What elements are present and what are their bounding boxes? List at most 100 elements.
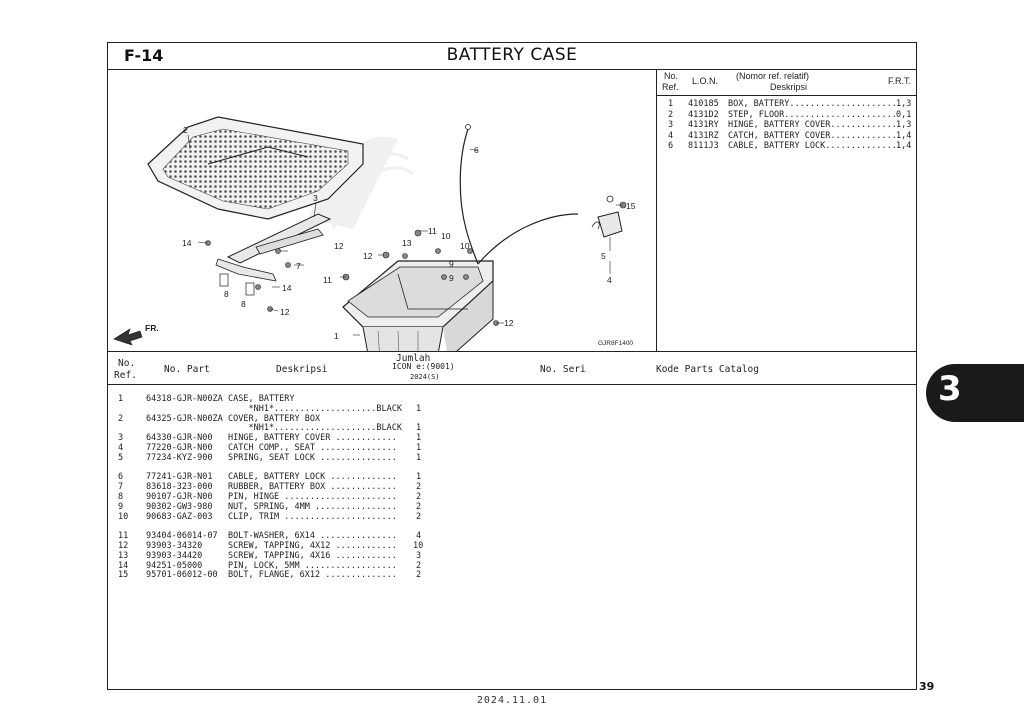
cell-desc: SCREW, TAPPING, 4X16 ............ — [228, 550, 397, 561]
brand-watermark — [308, 136, 414, 230]
leader-lines — [187, 134, 623, 336]
cell-ref: 8 — [118, 491, 124, 502]
parts-header-no: No. — [118, 358, 136, 369]
cell-ref: 2 — [118, 413, 124, 424]
parts-header-ref: Ref. — [114, 370, 137, 381]
section-tab-number: 3 — [938, 369, 962, 409]
parts-header-jumlah: Jumlah — [396, 353, 431, 364]
parts-table-header: No. Ref. No. Part Deskripsi Jumlah ICON … — [108, 351, 916, 385]
ref-cell-frt: 1,4 — [896, 130, 912, 141]
cell-part: 77234-KYZ-900 — [146, 452, 213, 463]
ref-cell-lon: 4131RZ — [688, 130, 719, 141]
parts-header-part: No. Part — [164, 364, 210, 375]
cell-part: 90107-GJR-N00 — [146, 491, 213, 502]
cell-desc: NUT, SPRING, 4MM ................ — [228, 501, 397, 512]
ref-table-header: No. Ref. L.O.N. (Nomor ref. relatif) Des… — [656, 69, 916, 96]
table-row: 5 77234-KYZ-900 SPRING, SEAT LOCK ........… — [108, 452, 916, 464]
cell-part: 93903-34420 — [146, 550, 203, 561]
ref-table-body: 1 410185 BOX, BATTERY...................… — [656, 99, 916, 152]
cell-qty: 1 — [416, 423, 422, 434]
section-tab: 3 — [926, 364, 1024, 422]
lock-cable-part — [459, 124, 579, 265]
cell-qty: 3 — [416, 550, 422, 561]
cell-qty: 2 — [416, 482, 422, 493]
callout-10b: 10 — [460, 241, 470, 251]
parts-header-model: ICON e:(9001) — [392, 362, 455, 371]
cell-ref: 1 — [118, 394, 124, 404]
callout-8b: 8 — [241, 299, 246, 309]
callout-7: 7 — [296, 261, 301, 271]
ref-cell-desc: STEP, FLOOR...................... — [728, 109, 897, 120]
ref-row: 4 4131RZ CATCH, BATTERY COVER...........… — [656, 131, 916, 142]
cell-qty: 1 — [416, 472, 422, 483]
cell-qty: 2 — [416, 570, 422, 581]
ref-cell-desc: HINGE, BATTERY COVER............. — [728, 120, 897, 130]
hinge-bracket-part — [215, 213, 332, 296]
cell-part: 90683-GAZ-003 — [146, 511, 213, 522]
ref-row: 3 4131RY HINGE, BATTERY COVER...........… — [656, 120, 916, 131]
cell-ref: 5 — [118, 452, 124, 463]
cell-part: 94251-05000 — [146, 560, 203, 571]
callout-9b: 9 — [449, 273, 454, 283]
cell-qty: 1 — [416, 433, 422, 444]
ref-header-nomor: (Nomor ref. relatif) — [736, 71, 810, 81]
callout-8a: 8 — [224, 289, 229, 299]
ref-row: 2 4131D2 STEP, FLOOR....................… — [656, 110, 916, 121]
page-number: 39 — [919, 680, 935, 693]
ref-cell-no: 2 — [668, 109, 674, 120]
front-label: FR. — [145, 323, 159, 333]
cell-desc: RUBBER, BATTERY BOX ............. — [228, 482, 397, 493]
battery-case-part — [342, 260, 494, 351]
figure-code: F-14 — [124, 46, 164, 65]
cell-qty: 10 — [413, 540, 424, 551]
callout-2: 2 — [183, 125, 188, 135]
ref-header-lon: L.O.N. — [692, 76, 719, 86]
cell-ref: 11 — [118, 531, 129, 542]
cell-ref: 3 — [118, 433, 124, 444]
cell-ref: 10 — [118, 511, 129, 522]
catalog-frame: F-14 BATTERY CASE — [107, 42, 917, 690]
cell-qty: 1 — [416, 452, 422, 463]
page-header: F-14 BATTERY CASE — [108, 43, 916, 70]
cell-ref: 7 — [118, 482, 124, 493]
ref-cell-desc: CABLE, BATTERY LOCK.............. — [728, 141, 897, 151]
cell-part: 95701-06012-00 — [146, 570, 218, 581]
ref-cell-no: 4 — [668, 130, 674, 141]
parts-header-seri: No. Seri — [540, 364, 586, 375]
parts-header-kode: Kode Parts Catalog — [656, 364, 759, 375]
cell-qty: 1 — [416, 403, 422, 414]
cell-part: 64330-GJR-N00 — [146, 433, 213, 444]
ref-header-deskripsi: Deskripsi — [770, 82, 808, 92]
callout-3: 3 — [313, 193, 318, 203]
table-row: 3 64330-GJR-N00 HINGE, BATTERY COVER .....… — [108, 433, 916, 444]
cell-part: 93903-34320 — [146, 540, 203, 551]
step-floor-part — [147, 116, 364, 220]
cell-part: 83618-323-000 — [146, 482, 213, 493]
print-date: 2024.11.01 — [476, 695, 548, 706]
cell-part: 90302-GW3-980 — [146, 501, 213, 512]
ref-header-ref: Ref. — [662, 82, 679, 92]
cell-desc: HINGE, BATTERY COVER ............ — [228, 433, 397, 444]
callout-12d: 12 — [504, 318, 514, 328]
ref-cell-desc: CATCH, BATTERY COVER............. — [728, 130, 897, 141]
ref-cell-frt: 1,3 — [896, 99, 912, 109]
ref-cell-lon: 8111J3 — [688, 141, 719, 151]
callout-12c: 12 — [280, 307, 290, 317]
cell-ref: 9 — [118, 501, 124, 512]
table-row: 13 93903-34420 SCREW, TAPPING, 4X16 ......… — [108, 550, 916, 562]
ref-cell-no: 6 — [668, 141, 674, 151]
cell-desc: SCREW, TAPPING, 4X12 ............ — [228, 540, 397, 551]
cell-part: 64325-GJR-N00ZA — [146, 413, 223, 424]
cell-ref: 13 — [118, 550, 129, 561]
callout-9a: 9 — [449, 259, 454, 269]
cell-ref: 12 — [118, 540, 129, 551]
cell-desc: SPRING, SEAT LOCK ............... — [228, 452, 397, 463]
ref-cell-frt: 1,4 — [896, 141, 912, 151]
cell-qty: 1 — [416, 442, 422, 453]
